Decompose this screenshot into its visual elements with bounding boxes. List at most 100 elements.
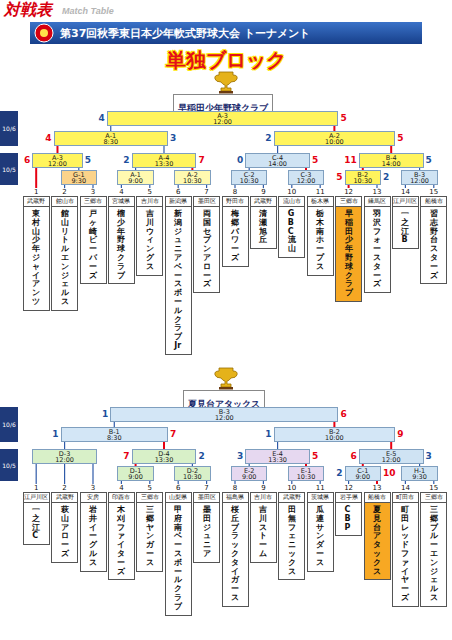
score-number: 6 [340, 409, 346, 420]
seed-number: 12 [335, 484, 362, 492]
team-city: 武蔵野 [51, 492, 78, 503]
bracket-line [234, 481, 235, 484]
team-entry: 15三郷市三郷ブルーエンジェルス [420, 484, 447, 607]
seed-number: 6 [165, 188, 192, 196]
page-heading: 対戦表 [4, 0, 52, 21]
match-time: 13:30 [133, 161, 196, 168]
match-code: C-4 [246, 154, 309, 161]
team-name: 墨田ジュニア [203, 506, 211, 559]
match-bar: A-312:00 [107, 111, 339, 126]
trophy-icon [212, 71, 240, 94]
match-bar: D-413:30 [132, 449, 197, 464]
team-entry: 12三郷市早稲田少年野球クラブ [335, 188, 362, 302]
match-bar: B-312:00 [401, 170, 437, 185]
match-code: C-1 [346, 467, 380, 474]
score-number: 3 [426, 451, 432, 462]
bracket-line [433, 185, 434, 188]
seed-number: 8 [222, 188, 249, 196]
match-code: B-4 [360, 154, 423, 161]
match-time: 12:00 [108, 119, 338, 126]
seed-number: 10 [278, 188, 305, 196]
match-bar: A-210:00 [274, 131, 396, 146]
team-name-box: 一之江C [23, 503, 50, 545]
bracket-line [35, 168, 37, 188]
date-label: 10/6 [2, 125, 15, 132]
score-number: 7 [123, 451, 129, 462]
team-name-box: 三郷ヤンガース [136, 503, 163, 572]
team-entry: 1武蔵野東村山少年ジャイアンツ [23, 188, 50, 311]
team-city: 安房 [80, 492, 107, 503]
seed-number: 5 [136, 484, 163, 492]
team-name: 町田レッドファイヤーズ [401, 506, 409, 603]
bracket-line [163, 442, 165, 449]
team-name-box: 町田レッドファイヤーズ [392, 503, 419, 607]
team-name: 瓜連サンダース [316, 506, 324, 568]
team-name: 清瀬旭丘 [259, 210, 267, 245]
team-name: 東村山少年ジャイアンツ [32, 210, 40, 307]
team-name: 両国セブンアローズ [203, 210, 211, 289]
bracket-line [36, 464, 37, 484]
match-bar: A-210:30 [174, 170, 210, 185]
team-name-box: 新潟ジュニアベースボールクラブJr [165, 207, 192, 355]
seed-number: 8 [222, 484, 249, 492]
match-code: A-1 [55, 132, 168, 139]
match-bar: D-312:00 [32, 449, 97, 464]
score-number: 2 [336, 468, 342, 479]
team-entry: 14町田市町田レッドファイヤーズ [392, 484, 419, 607]
team-name-box: 吉川ウィングス [136, 207, 163, 276]
score-number: 7 [170, 429, 176, 440]
bracket-line [348, 481, 349, 484]
bracket-line [376, 481, 378, 484]
match-bar: D-210:30 [174, 466, 210, 481]
date-tab: 10/5 [0, 449, 18, 481]
title-text: 第37回秋季東日本少年軟式野球大会 トーナメント [60, 26, 310, 41]
score-number: 4 [45, 133, 51, 144]
bracket-line [390, 146, 392, 153]
score-number: 1 [52, 429, 58, 440]
team-entry: 10流山市GBC流山 [278, 188, 305, 258]
match-time: 14:00 [246, 161, 309, 168]
team-name-box: 田無フェニックス [278, 503, 305, 580]
team-name-box: 桜丘ブラックタイガース [222, 503, 249, 607]
match-time: 12:00 [289, 178, 323, 185]
seed-number: 1 [23, 484, 50, 492]
team-name-box: 両国セブンアローズ [193, 207, 220, 293]
bracket-line [149, 185, 150, 188]
match-time: 9:30 [402, 474, 436, 481]
date-tab: 10/6 [0, 111, 18, 146]
date-label: 10/5 [2, 462, 15, 469]
team-entry: 8福島県桜丘ブラックタイガース [222, 484, 249, 607]
score-number: 5 [426, 155, 432, 166]
team-name-box: 榴少年野球クラブ [108, 207, 135, 284]
score-number: 3 [170, 133, 176, 144]
score-number: 2 [383, 172, 389, 183]
team-name-box: 羽沢フォースターズ [364, 207, 391, 293]
match-bar: B-18:30 [61, 427, 168, 442]
team-name-box: 早稲田少年野球クラブ [335, 207, 362, 302]
bracket-line [405, 185, 406, 188]
team-name-box: 梅郷パワーズ [222, 207, 249, 267]
team-city: 船橋市 [420, 196, 447, 207]
match-time: 9:00 [118, 474, 152, 481]
team-name-box: 栃木南ホープス [307, 207, 334, 276]
match-code: A-3 [108, 112, 338, 119]
team-name-box: 瓜連サンダース [307, 503, 334, 572]
team-city: 町田市 [392, 492, 419, 503]
team-entry: 4印西市木刈ファイターズ [108, 484, 135, 580]
team-city: 吉川市 [250, 492, 277, 503]
team-name-box: CBP [335, 503, 362, 536]
seed-number: 11 [307, 484, 334, 492]
score-number: 0 [237, 155, 243, 166]
seed-number: 2 [51, 484, 78, 492]
team-entry: 15船橋市習志野台スターズ [420, 188, 447, 284]
match-code: D-3 [33, 450, 96, 457]
match-code: E-4 [246, 450, 309, 457]
team-entry: 13練馬区羽沢フォースターズ [364, 188, 391, 293]
bracket-line [121, 481, 122, 484]
seed-number: 2 [51, 188, 78, 196]
bracket-line [291, 185, 292, 188]
match-time: 12:00 [402, 178, 436, 185]
match-time: 9:30 [62, 178, 96, 185]
seed-number: 9 [250, 484, 277, 492]
date-label: 10/5 [2, 166, 15, 173]
